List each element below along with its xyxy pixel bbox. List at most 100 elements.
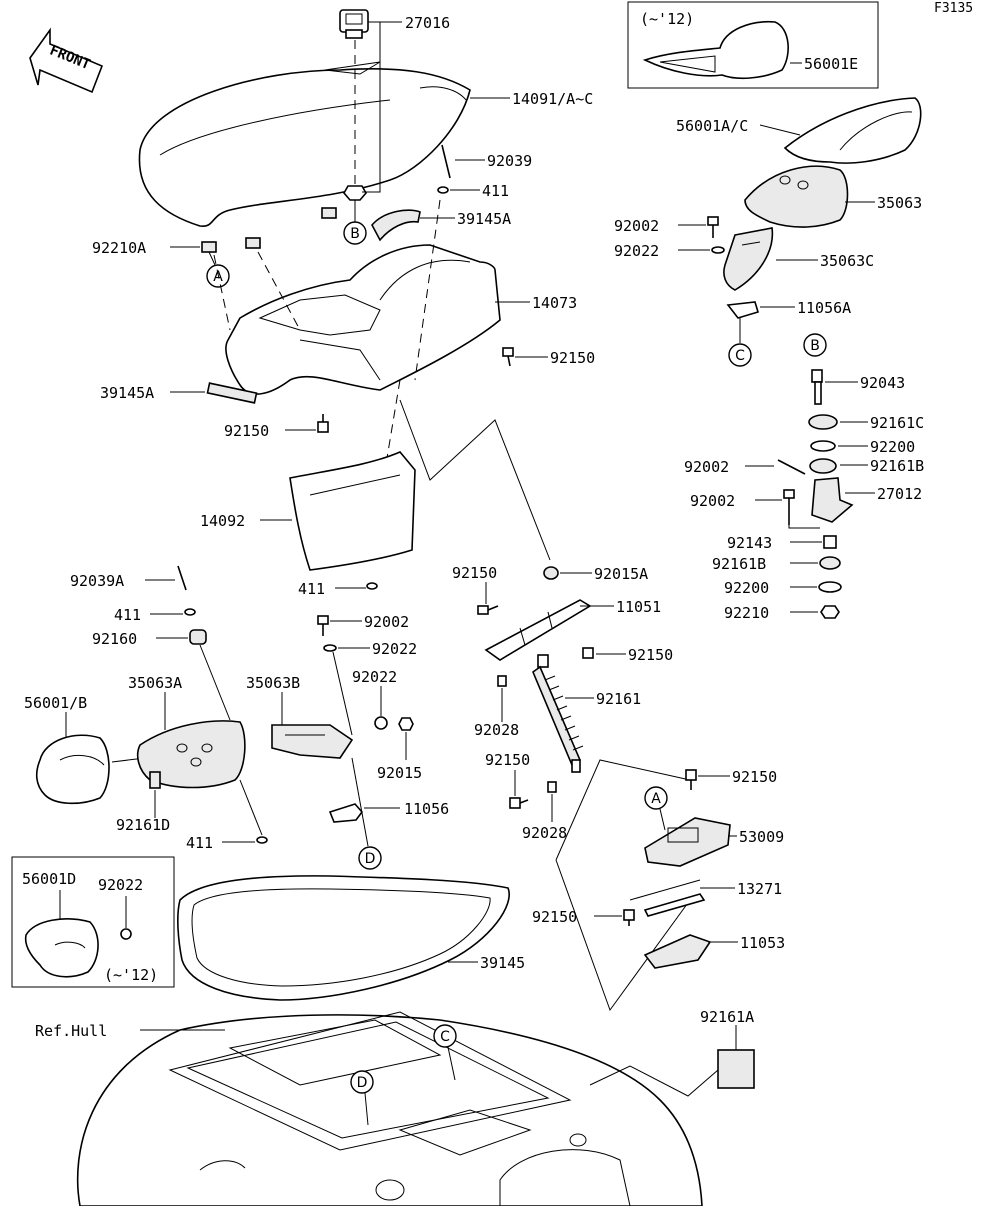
ref-c-right	[728, 343, 752, 367]
label-411-b: 411	[298, 580, 325, 598]
label-56001D: 56001D	[22, 870, 76, 888]
label-92161B-a: 92161B	[870, 457, 924, 475]
inset-top-right	[627, 1, 879, 89]
label-14092: 14092	[200, 512, 245, 530]
clip-92210A-c	[321, 207, 337, 219]
svg-text:C: C	[735, 348, 745, 364]
label-11056: 11056	[404, 800, 449, 818]
housing-35063	[744, 165, 849, 228]
hull	[76, 1011, 703, 1206]
clip-92210A-b	[245, 237, 261, 249]
plate-11056A	[726, 301, 759, 319]
label-92150-f: 92150	[732, 768, 777, 786]
label-35063: 35063	[877, 194, 922, 212]
label-92200-b: 92200	[724, 579, 769, 597]
latch-53009	[644, 817, 731, 867]
label-35063B: 35063B	[246, 674, 300, 692]
front-arrow-icon: FRONT	[29, 27, 104, 94]
bolt-92150-g	[623, 909, 635, 926]
housing-35063A	[136, 720, 246, 789]
label-92143: 92143	[727, 534, 772, 552]
label-92022-c: 92022	[352, 668, 397, 686]
label-14073: 14073	[532, 294, 577, 312]
bolt-92150-e	[509, 797, 529, 809]
label-27012: 27012	[877, 485, 922, 503]
ref-b-right	[803, 333, 827, 357]
label-92043: 92043	[860, 374, 905, 392]
bracket-11053	[643, 934, 712, 969]
label-92028-b: 92028	[522, 824, 567, 842]
bolt-92002-a	[707, 216, 719, 238]
nut-92015	[398, 717, 414, 731]
label-13271: 13271	[737, 880, 782, 898]
bolt-92002-b	[777, 459, 806, 475]
label-92161D: 92161D	[116, 816, 170, 834]
inset-bottom-left	[11, 856, 175, 988]
ref-d-hull	[350, 1070, 374, 1094]
bolt-92043	[811, 369, 823, 405]
label-56001AC: 56001A/C	[676, 117, 748, 135]
plate-11056	[328, 803, 364, 823]
label-56001B: 56001/B	[24, 694, 87, 712]
label-53009: 53009	[739, 828, 784, 846]
label-35063A: 35063A	[128, 674, 182, 692]
grommet-92160	[189, 629, 207, 645]
svg-text:D: D	[365, 851, 376, 867]
label-92015: 92015	[377, 764, 422, 782]
pad-39145A-left	[206, 382, 258, 404]
collar-92143	[823, 535, 837, 549]
svg-text:D: D	[357, 1075, 368, 1091]
label-92002-a: 92002	[614, 217, 659, 235]
bracket-27012	[811, 477, 854, 523]
seat-14091	[138, 61, 471, 227]
ref-hull-label: Ref.Hull	[35, 1022, 107, 1040]
label-92002-d: 92002	[364, 613, 409, 631]
label-92210A: 92210A	[92, 239, 146, 257]
label-92022-a: 92022	[614, 242, 659, 260]
svg-text:C: C	[440, 1029, 450, 1045]
label-14091: 14091/A~C	[512, 90, 593, 108]
spring-92161	[532, 654, 584, 773]
label-92150-b: 92150	[224, 422, 269, 440]
label-411-c: 411	[114, 606, 141, 624]
nut-92015A	[543, 566, 559, 580]
label-92150-d: 92150	[628, 646, 673, 664]
bolt-92002-c	[783, 489, 795, 525]
bracket-35063C	[723, 227, 774, 291]
mirror-56001B	[35, 734, 110, 805]
pin-92039	[441, 144, 451, 179]
bracket-11051	[484, 599, 592, 661]
label-92022-b: 92022	[372, 640, 417, 658]
washer-92022-d	[120, 928, 132, 940]
label-27016: 27016	[405, 14, 450, 32]
label-411-a: 411	[482, 182, 509, 200]
label-92022-d: 92022	[98, 876, 143, 894]
label-411-d: 411	[186, 834, 213, 852]
label-92015A: 92015A	[594, 565, 648, 583]
seat-frame-14073	[225, 244, 501, 395]
label-39145: 39145	[480, 954, 525, 972]
bracket-35063B	[271, 724, 354, 759]
bolt-92150-a	[502, 347, 514, 367]
bolt-92150-d	[582, 647, 594, 659]
mirror-56001AC	[783, 97, 922, 164]
label-92210: 92210	[724, 604, 769, 622]
label-92161C: 92161C	[870, 414, 924, 432]
label-11051: 11051	[616, 598, 661, 616]
label-92039: 92039	[487, 152, 532, 170]
label-92200-a: 92200	[870, 438, 915, 456]
ref-a-latch	[644, 786, 668, 810]
label-56001E: 56001E	[804, 55, 858, 73]
washer-92200-a	[810, 440, 836, 452]
cover-14092	[289, 451, 416, 571]
plate-13271	[643, 893, 706, 917]
washer-411-c	[184, 608, 196, 616]
nut-92210	[820, 605, 840, 619]
label-92150-a: 92150	[550, 349, 595, 367]
cap-92028-b	[547, 781, 557, 793]
label-92161: 92161	[596, 690, 641, 708]
label-92160: 92160	[92, 630, 137, 648]
label-35063C: 35063C	[820, 252, 874, 270]
bolt-92150-c	[477, 605, 499, 615]
